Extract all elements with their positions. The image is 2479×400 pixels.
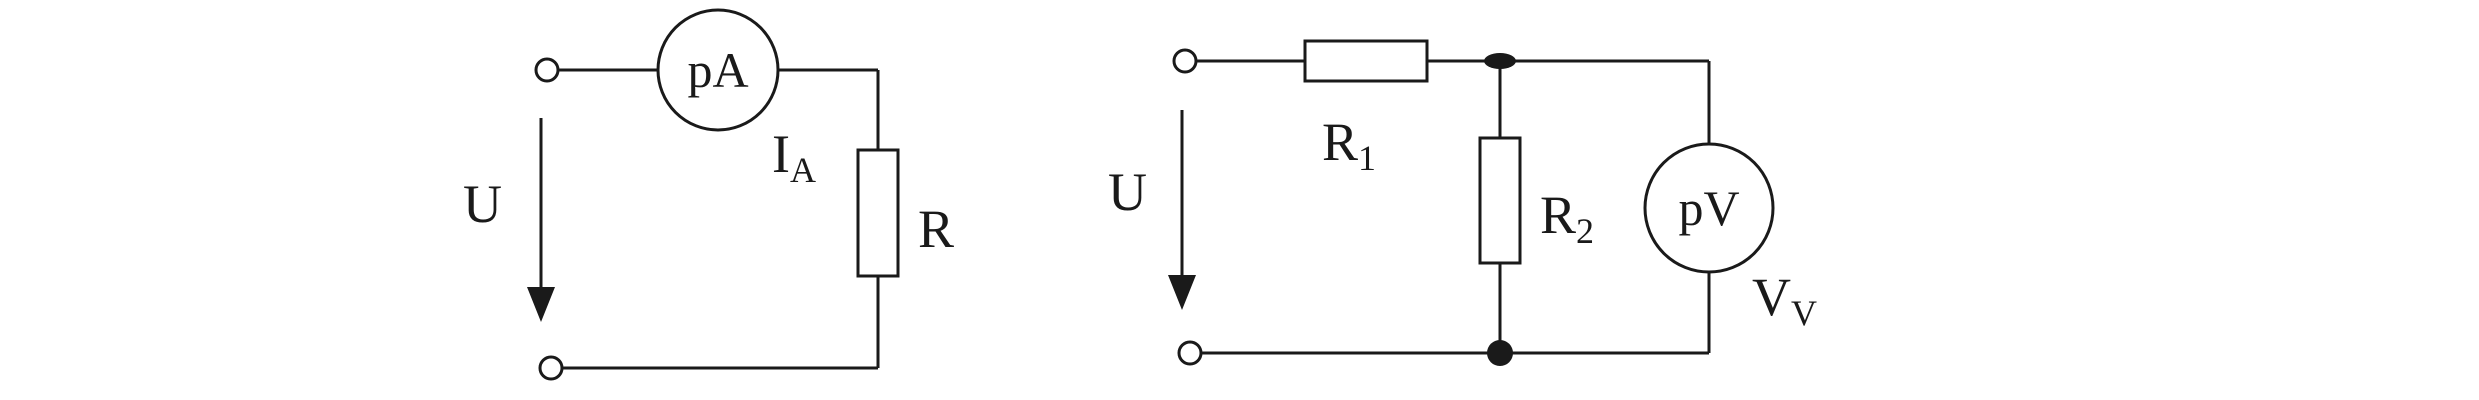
voltmeter-voltage-label: VV [1752,267,1817,333]
voltmeter-voltage-sub: V [1791,293,1817,333]
resistor-r2-sub: 2 [1576,211,1594,251]
ammeter-current-label: IA [772,124,816,190]
voltmeter-symbol [1643,142,1775,274]
circuit-a-voltage-label: U [463,174,502,234]
resistor-r2-main: R [1540,185,1576,245]
circuit-a-terminal-top [534,57,560,83]
circuit-a-voltage-arrowhead [527,287,555,322]
ammeter-current-main: I [772,124,790,184]
resistor-r [856,148,900,278]
circuit-b: U R1 R2 pV VV [1108,39,1817,366]
ammeter-label: pA [687,42,748,98]
circuit-a: U pA IA R [463,8,954,381]
circuit-b-terminal-top [1172,48,1198,74]
resistor-r1 [1303,39,1429,83]
circuit-a-terminal-bottom [538,355,564,381]
resistor-r2-label: R2 [1540,185,1594,251]
resistor-r1-main: R [1322,112,1358,172]
voltmeter-label: pV [1678,180,1739,236]
circuit-b-voltage-label: U [1108,162,1147,222]
circuit-b-voltage-arrowhead [1168,275,1196,310]
circuit-b-junction-top [1484,53,1516,69]
resistor-r2 [1478,136,1522,265]
circuit-b-terminal-bottom [1177,340,1203,366]
ammeter-current-sub: A [790,150,816,190]
resistor-r1-sub: 1 [1358,138,1376,178]
voltmeter-voltage-main: V [1752,267,1791,327]
ammeter-symbol [656,8,780,132]
resistor-r1-label: R1 [1322,112,1376,178]
resistor-r-label: R [918,199,954,259]
circuit-b-junction-bottom [1487,340,1513,366]
